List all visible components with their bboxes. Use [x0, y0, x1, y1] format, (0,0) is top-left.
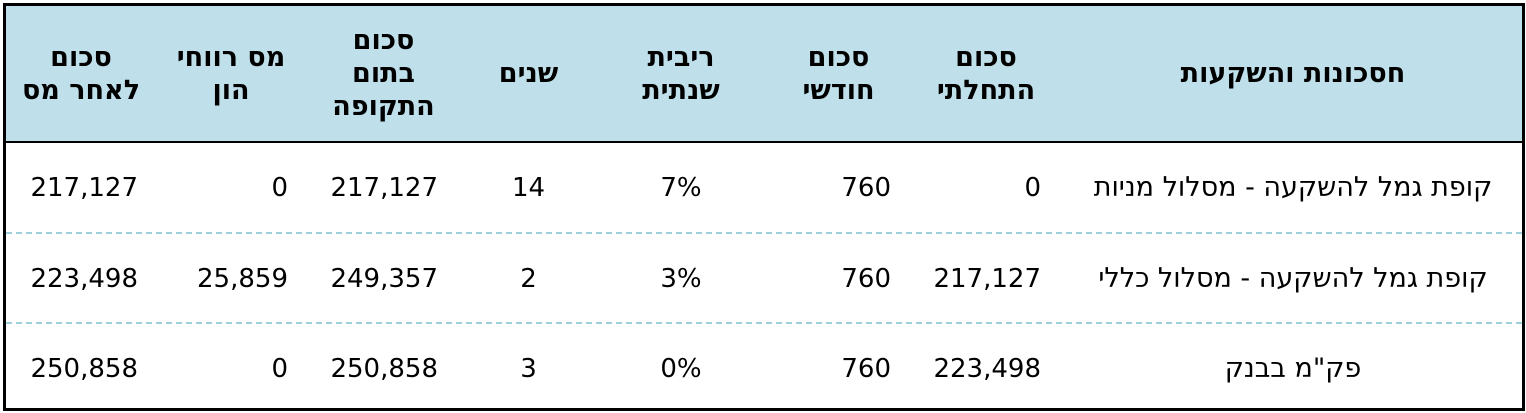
cell-end-sum: 217,127	[330, 172, 438, 203]
cell-capital-gains-tax: 25,859	[197, 263, 288, 294]
savings-table: חסכונות והשקעות סכום התחלתי סכום חודשי ר…	[3, 3, 1525, 411]
cell-end-sum: 249,357	[330, 263, 438, 294]
header-capital-gains-tax: מס רווחי הון	[176, 41, 286, 106]
cell-initial-sum: 217,127	[933, 263, 1041, 294]
cell-capital-gains-tax: 0	[271, 353, 288, 384]
header-after-tax-sum: סכום לאחר מס	[21, 41, 141, 106]
header-end-sum: סכום בתום התקופה	[332, 25, 435, 122]
cell-initial-sum: 223,498	[933, 353, 1041, 384]
cell-capital-gains-tax: 0	[271, 172, 288, 203]
cell-years: 3	[520, 353, 537, 384]
cell-end-sum: 250,858	[330, 353, 438, 384]
row-divider	[6, 232, 1522, 234]
table-row: קופת גמל להשקעה - מסלול מניות 0 760 7% 1…	[6, 143, 1522, 232]
header-name: חסכונות והשקעות	[1180, 58, 1406, 89]
cell-initial-sum: 0	[1024, 172, 1041, 203]
cell-annual-rate: 7%	[660, 172, 702, 203]
cell-annual-rate: 3%	[660, 263, 702, 294]
cell-years: 14	[511, 172, 546, 203]
cell-name: קופת גמל להשקעה - מסלול כללי	[1098, 263, 1488, 294]
table-header: חסכונות והשקעות סכום התחלתי סכום חודשי ר…	[6, 6, 1522, 143]
cell-name: קופת גמל להשקעה - מסלול מניות	[1093, 172, 1493, 203]
header-years: שנים	[498, 58, 559, 89]
header-initial-sum: סכום התחלתי	[936, 41, 1036, 106]
cell-after-tax-sum: 223,498	[30, 263, 138, 294]
header-monthly-sum: סכום חודשי	[802, 41, 875, 106]
table-row: פק"מ בבנק 223,498 760 0% 3 250,858 0 250…	[6, 324, 1522, 413]
header-annual-rate: ריבית שנתית	[642, 41, 720, 106]
cell-monthly-sum: 760	[841, 263, 891, 294]
cell-monthly-sum: 760	[841, 172, 891, 203]
cell-years: 2	[520, 263, 537, 294]
cell-annual-rate: 0%	[660, 353, 702, 384]
cell-after-tax-sum: 217,127	[30, 172, 138, 203]
cell-after-tax-sum: 250,858	[30, 353, 138, 384]
table-row: קופת גמל להשקעה - מסלול כללי 217,127 760…	[6, 234, 1522, 323]
row-divider	[6, 322, 1522, 324]
cell-name: פק"מ בבנק	[1224, 353, 1362, 384]
cell-monthly-sum: 760	[841, 353, 891, 384]
